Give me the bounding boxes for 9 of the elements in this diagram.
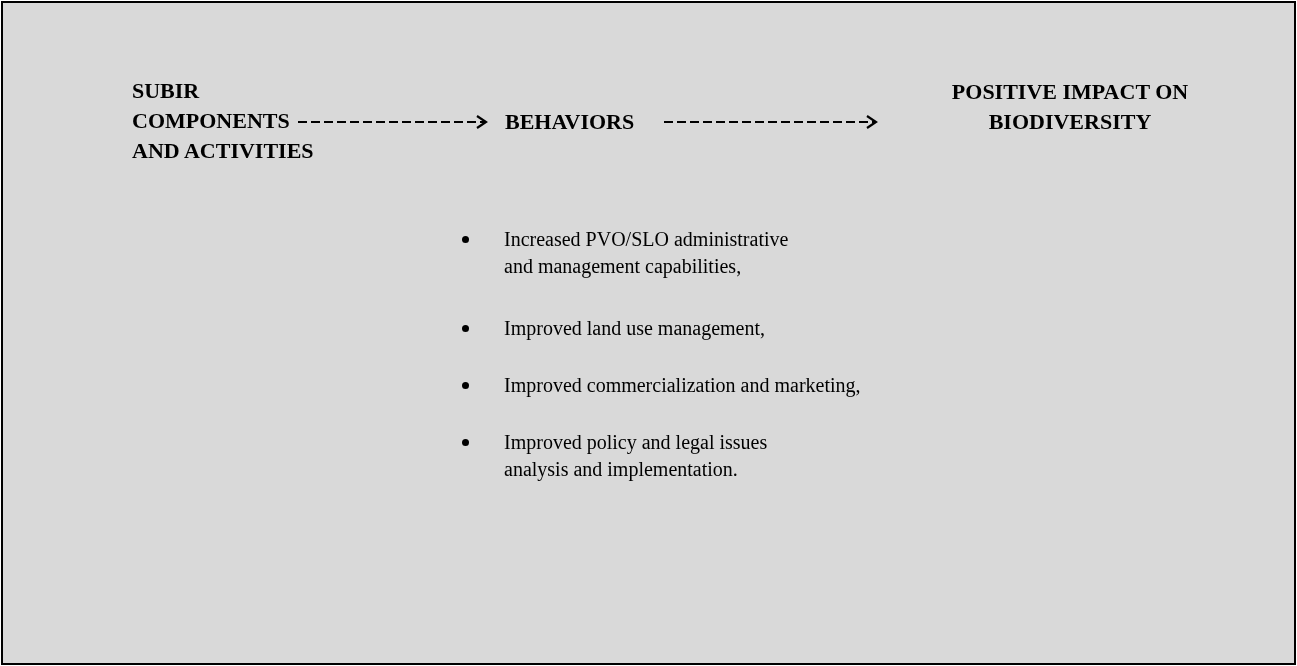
- dashed-arrow: [664, 114, 878, 130]
- heading-text: POSITIVE IMPACT ON BIODIVERSITY: [895, 77, 1245, 137]
- bullet-text: Improved commercialization and marketing,: [504, 373, 862, 399]
- bullet-text: Increased PVO/SLO administrative and management capabilities,: [504, 227, 790, 280]
- heading-text: BEHAVIORS: [505, 107, 655, 137]
- bullet-text: Improved policy and legal issues analysis and implementation.: [504, 430, 769, 483]
- bullet-text: Improved land use management,: [504, 316, 767, 342]
- dashed-arrow: [298, 114, 488, 130]
- heading-text: SUBIR COMPONENTS AND ACTIVITIES: [132, 76, 332, 166]
